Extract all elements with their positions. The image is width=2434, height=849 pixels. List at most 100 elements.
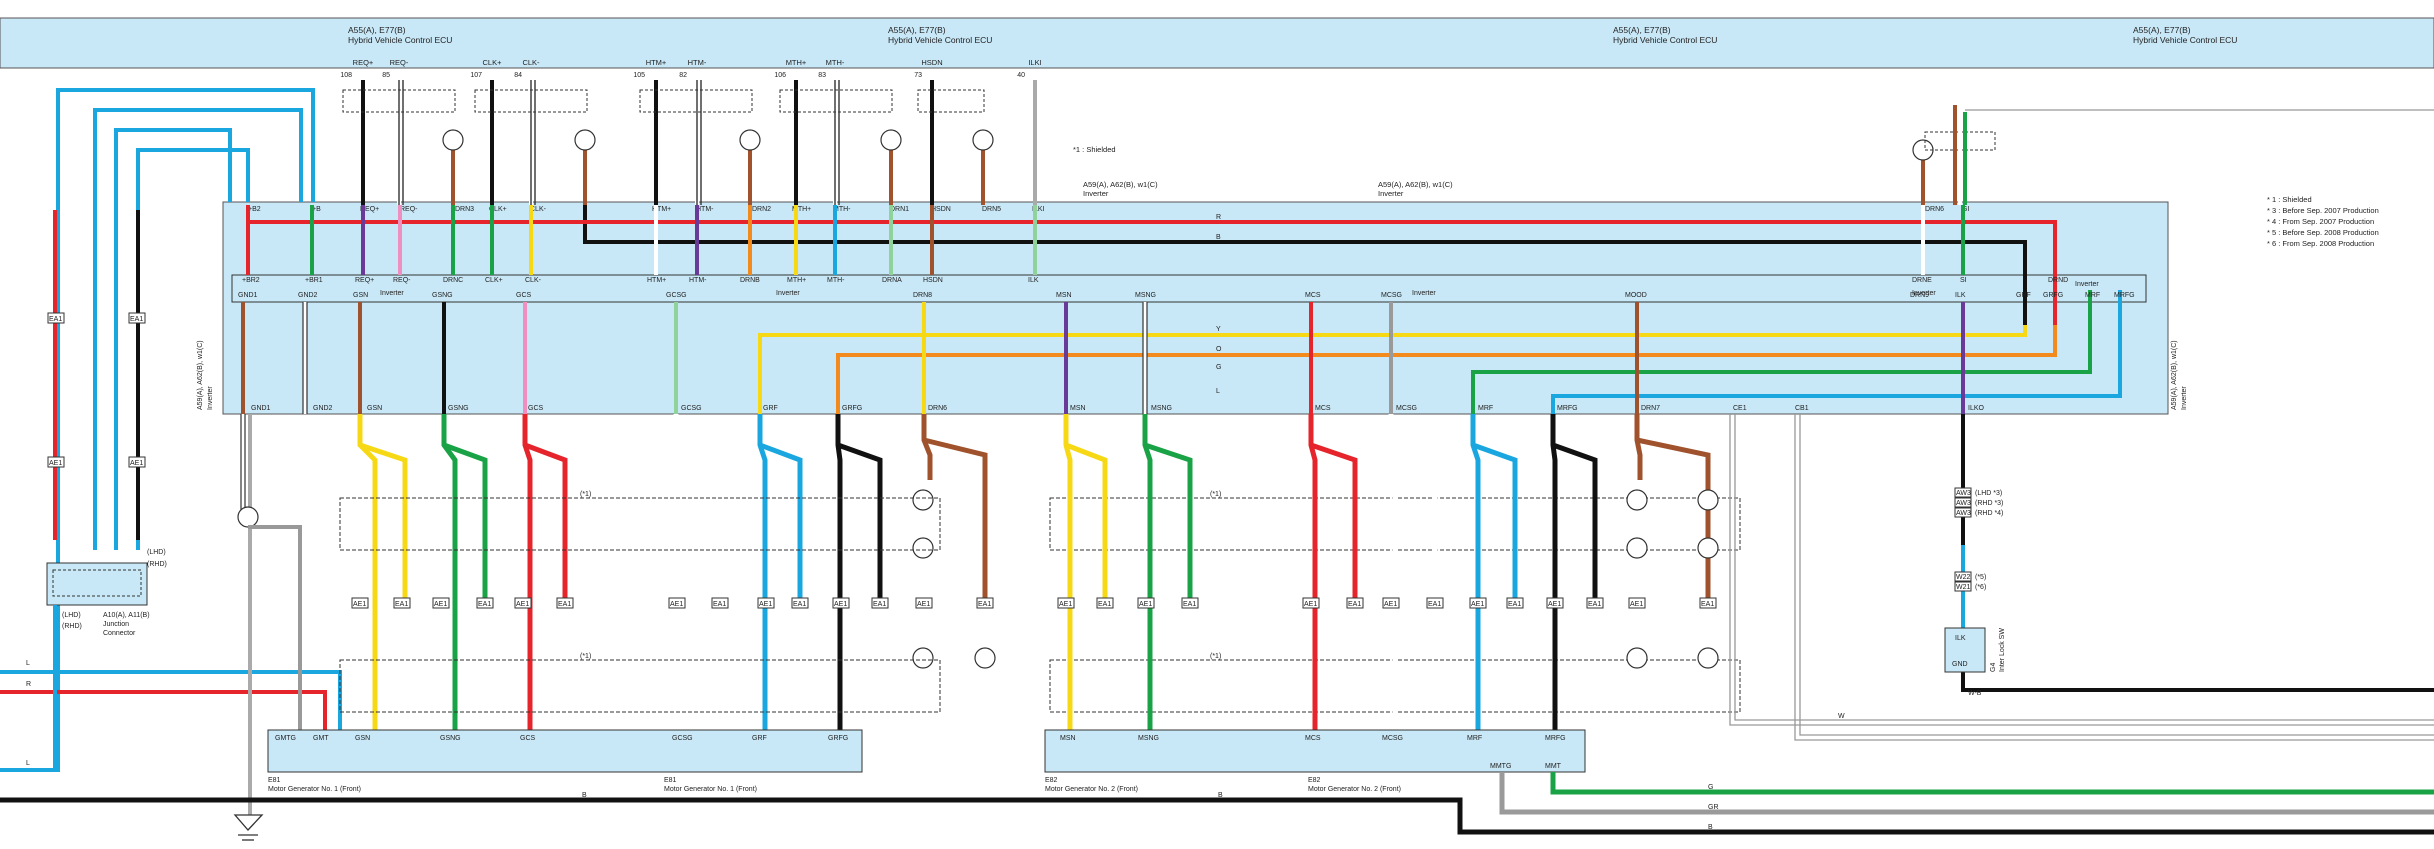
inv-bottom-pin: CB1 (1795, 405, 1809, 412)
mg1-gsn-wire (359, 442, 408, 600)
inv-row-pin: MOOD (1625, 292, 1647, 299)
inv-bottom-pin: GND1 (251, 405, 271, 412)
inv-bottom-pin: MRF (1478, 405, 1493, 412)
mg2-pin: MRF (1467, 735, 1482, 742)
connector-label: AE1 (834, 601, 847, 608)
inv-top-pin: CLK- (530, 206, 547, 213)
wire-code: G (1216, 364, 1221, 371)
shield-note: *1 : Shielded (1073, 145, 1116, 154)
mg1-grfg-wire (837, 442, 883, 600)
mg1-grf-wire (759, 442, 803, 600)
inv-mid-pin: +BR1 (305, 277, 323, 284)
connector-label: EA1 (49, 316, 62, 323)
junction-connector-line2: Junction (103, 621, 129, 628)
inverter-side-label: Inverter (2181, 386, 2188, 410)
connector-label: AE1 (516, 601, 529, 608)
connector-ea1 (47, 312, 65, 324)
inv-bottom-pin: MRFG (1557, 405, 1578, 412)
ecu-header-1-line2: Hybrid Vehicle Control ECU (348, 35, 452, 45)
shield-marker: (*1) (580, 653, 591, 660)
ecu-header-2-line2: Hybrid Vehicle Control ECU (888, 35, 992, 45)
mg1-pin: GMTG (275, 735, 296, 742)
inv-top-pin: REQ+ (360, 206, 379, 213)
connector-label: EA1 (558, 601, 571, 608)
mg2-code: E82 (1308, 777, 1321, 784)
inv-top-pin: DRN2 (752, 206, 771, 213)
ecu-pin-num: 84 (514, 72, 522, 79)
inv-row-pin: MRFG (2114, 292, 2135, 299)
wire-code: B (1708, 824, 1713, 831)
mg2-mcs-wire (1308, 414, 1318, 730)
interlock-conn: AW3 (1956, 490, 1971, 497)
ecu-pin-name: HSDN (921, 58, 942, 67)
inv-bottom-pin: MSN (1070, 405, 1086, 412)
shield-drain-circle (442, 129, 464, 151)
shield-drain-circle (880, 129, 902, 151)
inv-mid-pin: DRNB (740, 277, 760, 284)
inv-bottom-pin: DRN7 (1641, 405, 1660, 412)
connector-label: EA1 (395, 601, 408, 608)
mg1-grf-wire (757, 414, 768, 730)
inv-mid-pin: CLK- (525, 277, 542, 284)
mg1-gsng-wire (443, 442, 488, 600)
inv-row-pin: MRF (2085, 292, 2100, 299)
wire-code: Y (1216, 326, 1221, 333)
inv-bottom-pin: ILKO (1968, 405, 1985, 412)
wire-left-blue-5 (0, 670, 342, 730)
mg2-drn-wire (1634, 414, 1643, 480)
inv-row-pin: GND1 (238, 292, 258, 299)
mg1-pin: GRFG (828, 735, 848, 742)
wire-code: G (1708, 784, 1713, 791)
inv-mid-pin: REQ+ (355, 277, 374, 284)
inverter-word: Inverter (776, 290, 800, 297)
inv-row-pin: ILK (1955, 292, 1966, 299)
rhd-label: (RHD) (62, 623, 82, 630)
mg2-pin: MCSG (1382, 735, 1403, 742)
connector-label: EA1 (978, 601, 991, 608)
inv-mid-pin: ILK (1028, 277, 1039, 284)
inv-row-pin: DRN9 (1910, 292, 1929, 299)
interlock-switch-box (1944, 627, 1986, 673)
mg2-mcsg-wire (1388, 414, 1398, 730)
inv-row-pin: MCSG (1381, 292, 1402, 299)
interlock-note: (RHD *3) (1975, 500, 2003, 507)
connector-label: AE1 (1548, 601, 1561, 608)
inv-mid-pin: REQ- (393, 277, 411, 284)
inverter-label-line2: Inverter (1378, 189, 1404, 198)
junction-connector-line3: Connector (103, 630, 136, 637)
connector-label: EA1 (713, 601, 726, 608)
inv-top-pin: REQ- (400, 206, 418, 213)
shield-drain-circle (739, 129, 761, 151)
wire-bottom-black (0, 797, 2434, 835)
inv-bottom-pin: MSNG (1151, 405, 1172, 412)
mg2-pin: MSN (1060, 735, 1076, 742)
wire-code: W-B (1968, 690, 1982, 697)
mg1-code: E81 (664, 777, 677, 784)
inv-bottom-pin: GSN (367, 405, 382, 412)
connector-label: AE1 (1384, 601, 1397, 608)
connector-label: EA1 (478, 601, 491, 608)
connector-label: EA1 (1701, 601, 1714, 608)
connector-label: EA1 (1588, 601, 1601, 608)
mg1-drn-wire (921, 414, 933, 480)
note-line: * 5 : Before Sep. 2008 Production (2267, 228, 2379, 237)
inverter-side-label: A59(A), A62(B), w1(C) (197, 340, 204, 410)
mg2-mrfg-wire (1550, 414, 1558, 730)
ecu-header-4-line1: A55(A), E77(B) (2133, 25, 2191, 35)
note-line: * 4 : From Sep. 2007 Production (2267, 217, 2374, 226)
interlock-switch-code: G4 (1990, 663, 1997, 672)
ecu-header-3-line1: A55(A), E77(B) (1613, 25, 1671, 35)
interlock-note: (RHD *4) (1975, 510, 2003, 517)
connector-label: AE1 (1471, 601, 1484, 608)
inv-mid-pin: HTM- (689, 277, 707, 284)
inv-row-pin: DRN8 (913, 292, 932, 299)
connector-label: AE1 (1059, 601, 1072, 608)
ecu-pin-num: 105 (633, 72, 645, 79)
mg2-msn-wire (1063, 414, 1073, 730)
wire-code: B (582, 792, 587, 799)
inverter-label-line2: Inverter (1083, 189, 1109, 198)
interlock-conn: AW3 (1956, 510, 1971, 517)
mg1-name: Motor Generator No. 1 (Front) (268, 786, 361, 793)
mg1-pin: GCSG (672, 735, 693, 742)
